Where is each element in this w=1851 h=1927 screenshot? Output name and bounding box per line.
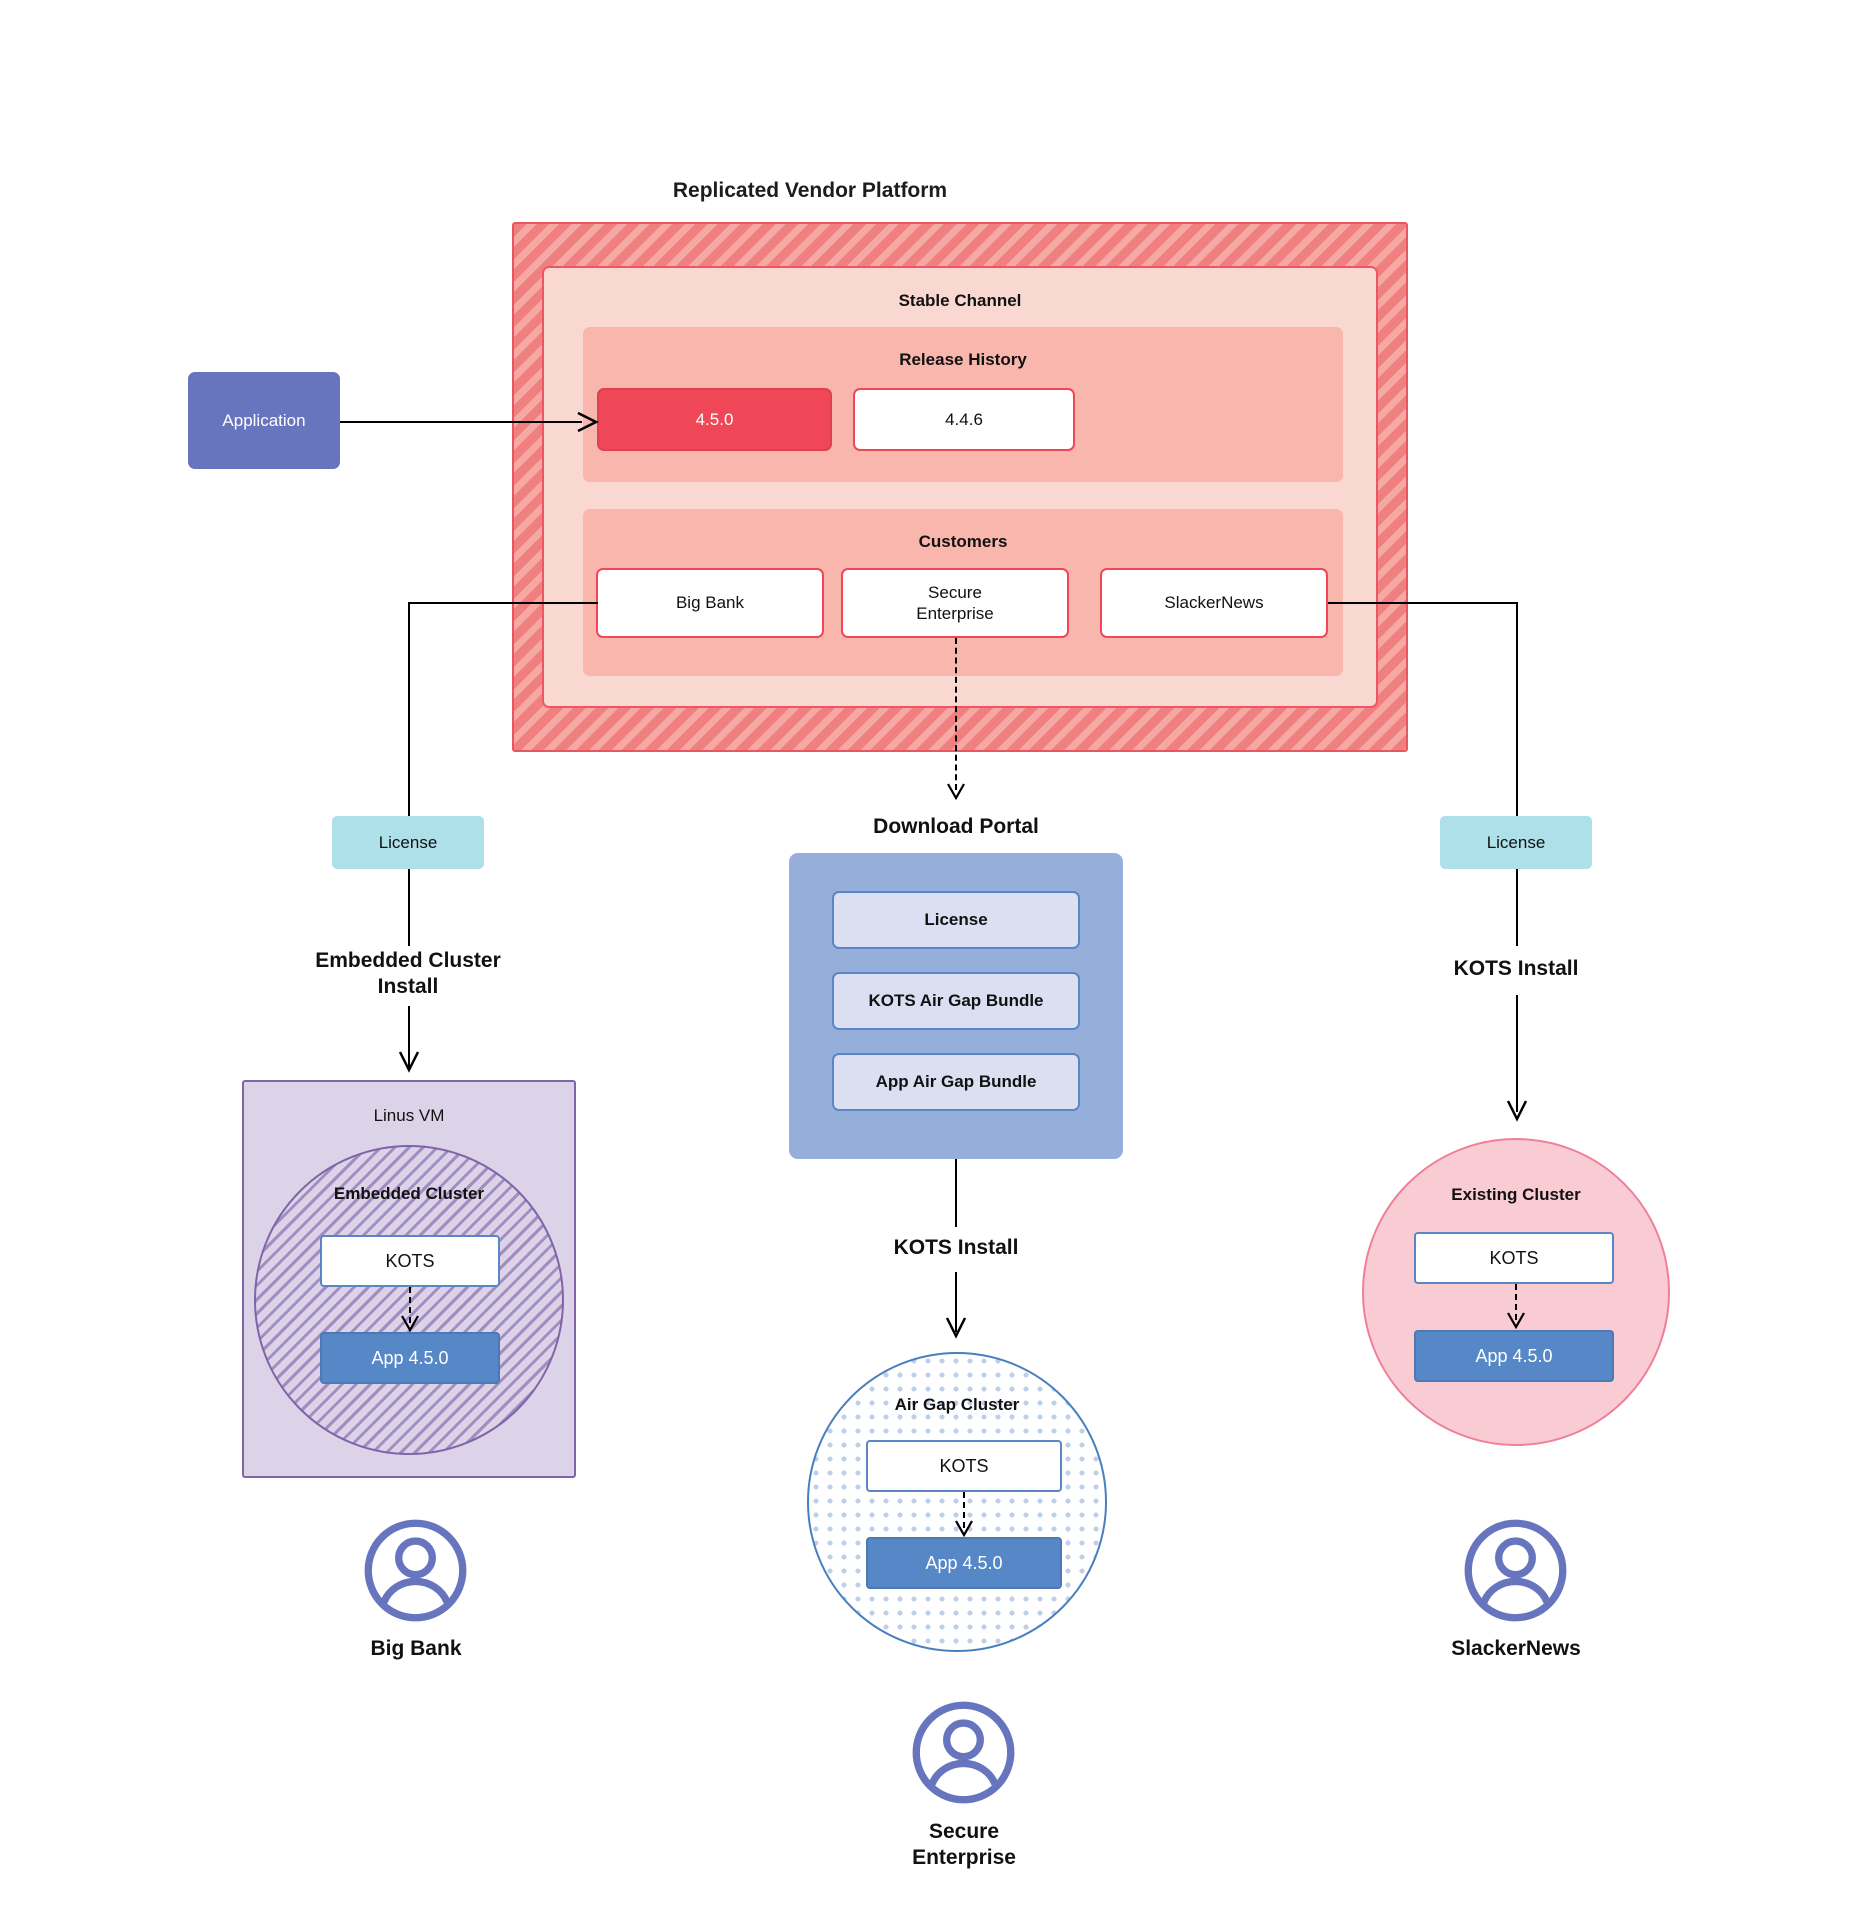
connector-license-right-down — [1516, 869, 1518, 946]
page-title: Replicated Vendor Platform — [672, 178, 948, 202]
connector-kots-to-app-right — [1515, 1284, 1517, 1320]
connector-application-to-release — [340, 421, 582, 423]
app-version-box-right[interactable]: App 4.5.0 — [1414, 1330, 1614, 1382]
existing-cluster-label: Existing Cluster — [1451, 1185, 1581, 1205]
connector-license-left-down — [408, 869, 410, 946]
arrowhead-kots-to-app-right — [1507, 1312, 1525, 1330]
kots-box-right[interactable]: KOTS — [1414, 1232, 1614, 1284]
connector-kots-to-app-center — [963, 1492, 965, 1528]
connector-bigbank-out — [408, 602, 598, 604]
arrowhead-to-existing-cluster — [1506, 1100, 1528, 1122]
release-card-previous[interactable]: 4.4.6 — [853, 388, 1075, 451]
kots-install-label-right: KOTS Install — [1453, 956, 1579, 980]
customer-label-big-bank: Big Bank — [370, 1636, 462, 1660]
customer-card-secure-enterprise[interactable]: Secure Enterprise — [841, 568, 1069, 638]
airgap-cluster-label: Air Gap Cluster — [894, 1395, 1020, 1415]
connector-kots-to-app-left — [409, 1287, 411, 1323]
release-history-label: Release History — [899, 350, 1027, 370]
portal-item-app-airgap-bundle[interactable]: App Air Gap Bundle — [832, 1053, 1080, 1111]
connector-to-existing-cluster — [1516, 995, 1518, 1112]
release-card-current[interactable]: 4.5.0 — [597, 388, 832, 451]
linux-vm-label: Linus VM — [373, 1106, 445, 1126]
connector-to-airgap-cluster — [955, 1272, 957, 1332]
connector-to-linux-vm — [408, 1006, 410, 1068]
kots-box-center[interactable]: KOTS — [866, 1440, 1062, 1492]
user-avatar-icon-big-bank — [364, 1519, 467, 1622]
connector-secure-enterprise-down — [955, 638, 957, 790]
application-box[interactable]: Application — [188, 372, 340, 469]
embedded-cluster-label: Embedded Cluster — [333, 1184, 485, 1204]
customer-card-slackernews[interactable]: SlackerNews — [1100, 568, 1328, 638]
portal-item-license[interactable]: License — [832, 891, 1080, 949]
airgap-cluster-circle — [807, 1352, 1107, 1652]
app-version-box-left[interactable]: App 4.5.0 — [320, 1332, 500, 1384]
stable-channel-label: Stable Channel — [898, 291, 1022, 311]
arrowhead-kots-to-app-center — [955, 1520, 973, 1538]
embedded-cluster-install-label: Embedded Cluster Install — [315, 948, 501, 998]
kots-install-label-center: KOTS Install — [893, 1235, 1019, 1259]
license-box-right[interactable]: License — [1440, 816, 1592, 869]
user-avatar-icon-secure-enterprise — [912, 1701, 1015, 1804]
user-avatar-icon-slackernews — [1464, 1519, 1567, 1622]
download-portal-title: Download Portal — [873, 814, 1039, 838]
portal-item-kots-airgap-bundle[interactable]: KOTS Air Gap Bundle — [832, 972, 1080, 1030]
license-box-left[interactable]: License — [332, 816, 484, 869]
arrowhead-kots-to-app-left — [401, 1315, 419, 1333]
arrowhead-application-to-release — [577, 411, 599, 433]
customer-label-secure-enterprise: Secure Enterprise — [912, 1819, 1016, 1869]
arrowhead-to-airgap-cluster — [945, 1317, 967, 1339]
customer-label-slackernews: SlackerNews — [1451, 1636, 1581, 1660]
app-version-box-center[interactable]: App 4.5.0 — [866, 1537, 1062, 1589]
connector-slackernews-down-1 — [1516, 602, 1518, 816]
connector-slackernews-out — [1328, 602, 1518, 604]
arrowhead-to-linux-vm — [398, 1051, 420, 1073]
kots-box-left[interactable]: KOTS — [320, 1235, 500, 1287]
connector-bigbank-down-1 — [408, 602, 410, 816]
customer-card-big-bank[interactable]: Big Bank — [596, 568, 824, 638]
connector-portal-down — [955, 1159, 957, 1227]
customers-label: Customers — [918, 532, 1008, 552]
arrowhead-to-download-portal — [947, 783, 965, 801]
